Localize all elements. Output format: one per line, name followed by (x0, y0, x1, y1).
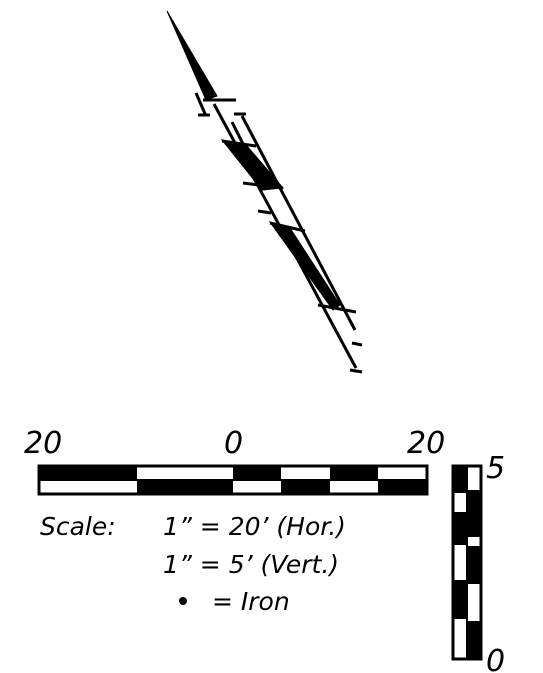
profile-filled-band (220, 139, 285, 191)
profile-tick (351, 341, 363, 347)
legend-vertical-scale: 1” = 5’ (Vert.) (163, 550, 339, 579)
hscale-label-center: 0 (224, 426, 243, 461)
hscale-label-right: 20 (407, 426, 445, 461)
profile-tick (221, 139, 257, 148)
legend-scale-prefix: Scale: (40, 512, 116, 541)
legend-iron: = Iron (212, 587, 290, 616)
profile-top-wedge (166, 10, 218, 101)
profile-tick (269, 221, 306, 233)
vscale-label-top: 5 (486, 451, 505, 486)
horizontal-scale-bar (37, 464, 429, 496)
legend-horizontal-scale: 1” = 20’ (Hor.) (163, 512, 346, 541)
profile-rail (240, 115, 357, 331)
profile-tick (317, 303, 357, 314)
hscale-label-left: 20 (24, 426, 62, 461)
profile-section (166, 10, 363, 374)
profile-tick (194, 92, 208, 117)
profile-tick (349, 368, 363, 374)
vertical-scale-bar (451, 464, 483, 661)
iron-dot-icon (179, 597, 187, 605)
profile-tick (242, 181, 284, 190)
profile-tick (257, 209, 272, 215)
vscale-label-bottom: 0 (486, 644, 505, 673)
